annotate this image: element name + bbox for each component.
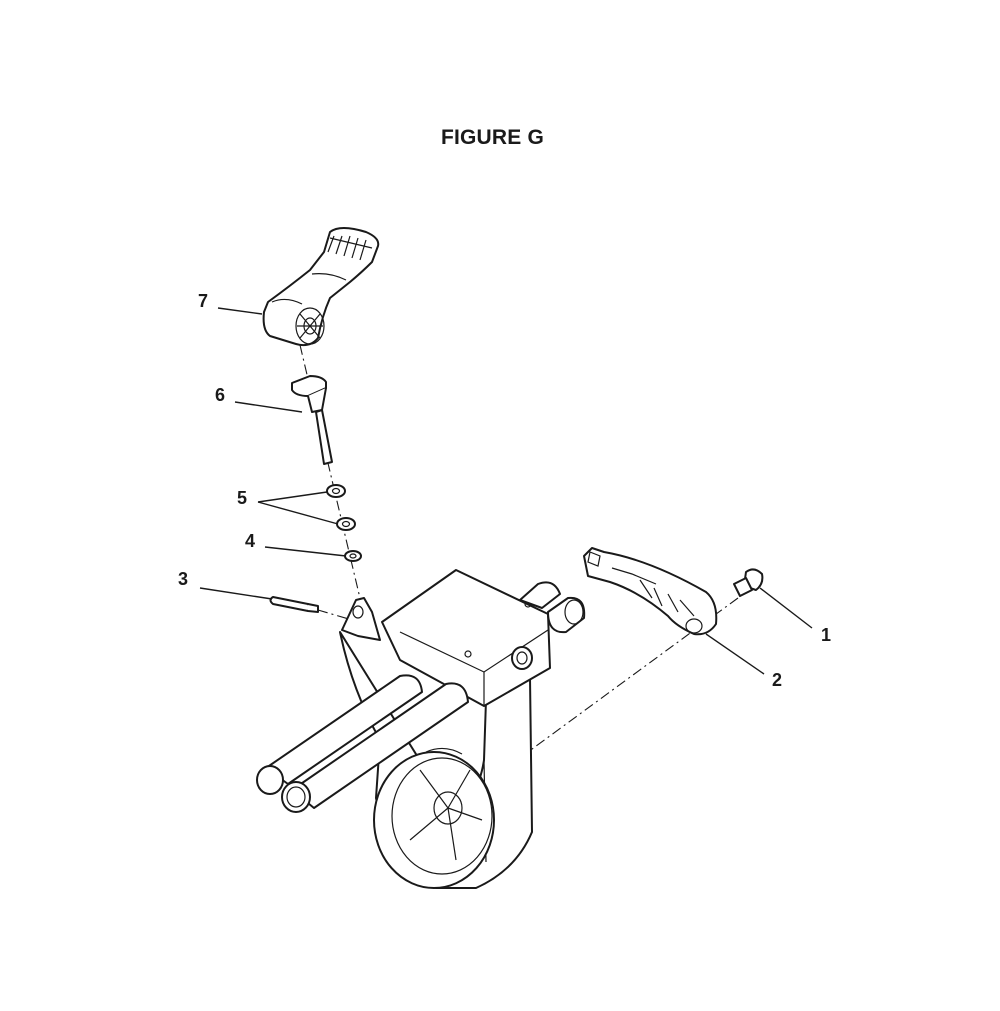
leader-line-4	[264, 546, 347, 557]
roll-pin-part	[269, 596, 319, 613]
callout-label-1: 1	[821, 625, 832, 645]
washer-part	[344, 550, 362, 562]
centerline-pin	[317, 609, 353, 621]
leader-line-5b	[257, 501, 339, 525]
leader-line-5a	[257, 491, 328, 503]
stud-pin-part	[291, 375, 333, 465]
leader-line-6	[234, 401, 303, 413]
callout-label-3: 3	[178, 569, 189, 589]
callout-label-4: 4	[245, 531, 256, 551]
leader-line-7	[217, 307, 263, 315]
leader-line-3	[199, 587, 273, 600]
callout-label-6: 6	[215, 385, 226, 405]
callout-label-7: 7	[198, 291, 209, 311]
leader-line-1	[759, 587, 813, 629]
leader-line-2	[705, 633, 765, 675]
bracket-part	[583, 547, 718, 636]
callout-label-5: 5	[237, 488, 248, 508]
hex-nut-part	[326, 484, 356, 531]
figure-title: FIGURE G	[440, 126, 545, 149]
shoulder-screw-part	[733, 568, 764, 597]
wheel-part	[373, 747, 495, 889]
callout-label-2: 2	[772, 670, 783, 690]
handle-tubes-part	[256, 674, 469, 813]
pedal-lever-part	[262, 227, 380, 347]
